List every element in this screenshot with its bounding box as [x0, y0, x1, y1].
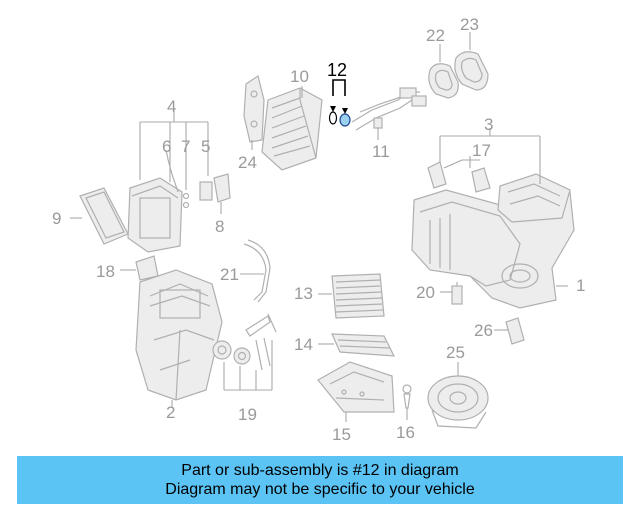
- part-5-clip: [199, 181, 213, 201]
- label-23: 23: [460, 15, 479, 34]
- label-26: 26: [474, 321, 493, 340]
- part-12-orings: [328, 111, 351, 127]
- label-2: 2: [166, 403, 175, 422]
- label-7: 7: [181, 137, 190, 156]
- label-6: 6: [162, 137, 171, 156]
- label-21: 21: [220, 265, 239, 284]
- part-4-filter-assembly: [127, 177, 183, 253]
- label-5: 5: [201, 137, 210, 156]
- label-17: 17: [472, 141, 491, 160]
- label-8: 8: [215, 217, 224, 236]
- label-15: 15: [332, 425, 351, 444]
- callout-labels: 1 2 3 4 5 6 7 8 9 10 11 12 13 14 15 16 1…: [52, 15, 585, 444]
- part-2-housing: [135, 269, 223, 401]
- info-banner: Part or sub-assembly is #12 in diagram D…: [17, 456, 623, 504]
- label-24: 24: [238, 153, 257, 172]
- label-1: 1: [576, 276, 585, 295]
- part-11-pipe: [351, 87, 427, 131]
- part-9-cabin-filter: [79, 187, 129, 245]
- part-18-actuator: [135, 255, 159, 281]
- part-10-evaporator: [261, 87, 323, 171]
- part-8-bracket: [213, 173, 231, 203]
- label-9: 9: [52, 209, 61, 228]
- part-14-seal-strip: [331, 333, 396, 357]
- part-3-flap-assembly: [497, 173, 571, 223]
- label-25: 25: [446, 343, 465, 362]
- banner-line-1: Part or sub-assembly is #12 in diagram: [181, 462, 459, 479]
- label-3: 3: [484, 115, 493, 134]
- part-22-gasket: [428, 63, 459, 99]
- label-13: 13: [294, 284, 313, 303]
- label-11: 11: [372, 142, 390, 161]
- label-18: 18: [96, 262, 115, 281]
- part-24-valve: [243, 75, 265, 143]
- label-20: 20: [416, 283, 435, 302]
- label-4: 4: [167, 97, 176, 116]
- parts-diagram: 1 2 3 4 5 6 7 8 9 10 11 12 13 14 15 16 1…: [52, 15, 585, 444]
- label-16: 16: [396, 423, 415, 442]
- part-26-clip: [505, 317, 525, 345]
- part-15-tray: [317, 361, 395, 413]
- part-16-screw: [402, 384, 412, 409]
- label-19: 19: [238, 405, 257, 424]
- banner-line-2: Diagram may not be specific to your vehi…: [165, 481, 475, 498]
- part-13-pollen-filter: [331, 273, 385, 319]
- part-25-blower-motor: [427, 375, 489, 429]
- part-17-actuator: [427, 161, 491, 193]
- label-12-highlighted: 12: [327, 60, 347, 80]
- part-21-drain-hose: [243, 239, 271, 303]
- label-22: 22: [426, 26, 445, 45]
- part-19-seals: [212, 313, 277, 371]
- part-23-gasket: [454, 51, 489, 91]
- label-10: 10: [290, 67, 309, 86]
- label-14: 14: [294, 335, 313, 354]
- part-20-sensor: [451, 282, 463, 305]
